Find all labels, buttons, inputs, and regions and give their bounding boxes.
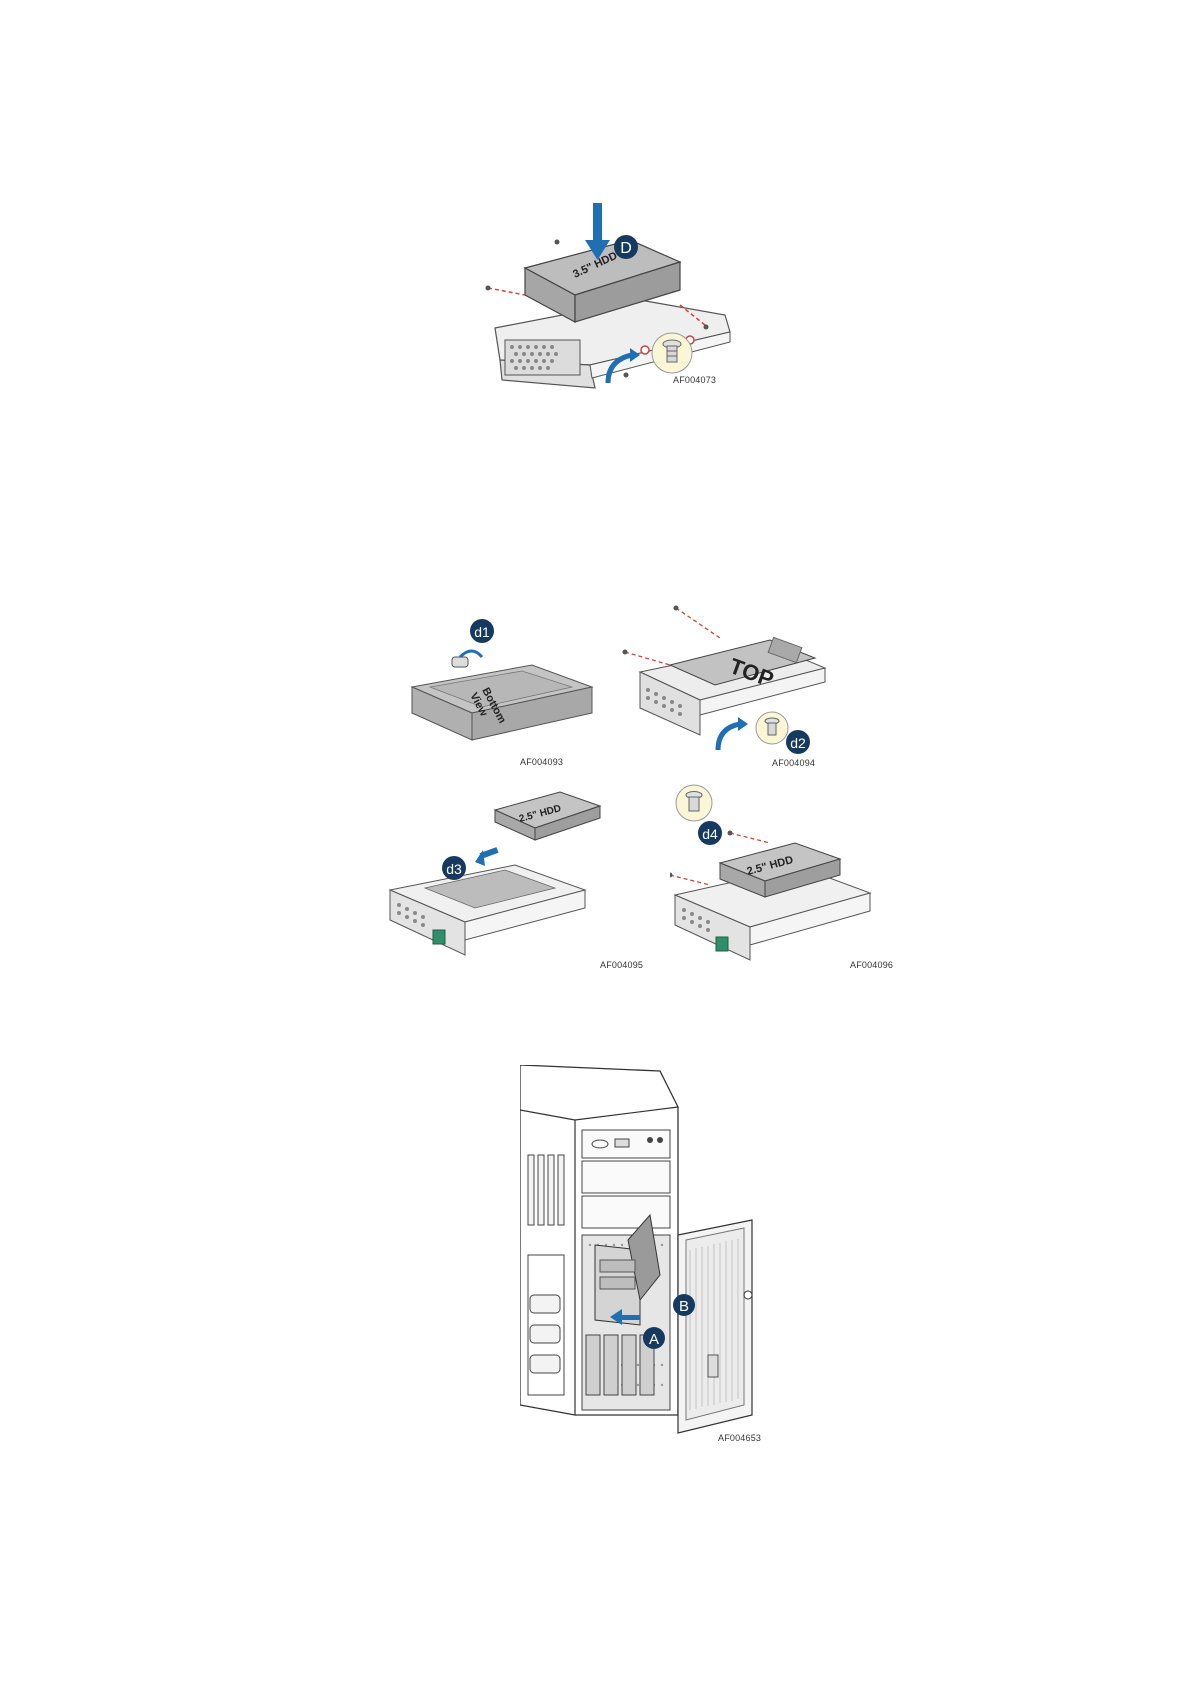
svg-text:d1: d1 — [474, 624, 490, 640]
step-badge-d2: d2 — [786, 730, 810, 754]
step-badge-d3: d3 — [442, 856, 466, 880]
latch-green — [433, 930, 445, 944]
panel-d1-bottom-view: Bottom View d1 AF004093 — [382, 615, 602, 765]
panel-d4-screw-hdd: 2.5" HDD d4 AF004096 — [670, 775, 900, 975]
svg-text:D: D — [620, 240, 632, 257]
figure-code: AF004093 — [520, 757, 563, 767]
hdd-carrier-illustration: 3.5" HDD D — [480, 200, 770, 415]
figure-code: AF004073 — [673, 375, 716, 385]
step-badge-d: D — [614, 235, 638, 259]
adapter-insert-illustration: 2.5" HDD d3 — [385, 780, 645, 970]
panel-d2-top: TOP d2 AF004094 — [620, 600, 860, 770]
step-badge-d4: d4 — [698, 821, 722, 845]
adapter-screw-illustration: 2.5" HDD d4 — [670, 775, 900, 975]
figure-code: AF004095 — [600, 960, 643, 970]
svg-text:A: A — [649, 1331, 659, 1348]
step-badge-a: A — [643, 1327, 665, 1349]
step-badge-d1: d1 — [470, 619, 494, 643]
svg-text:d2: d2 — [790, 735, 806, 751]
figure-code: AF004096 — [850, 960, 893, 970]
latch-green — [716, 937, 728, 951]
front-door — [678, 1220, 752, 1433]
screw-detail-icon — [756, 712, 788, 744]
step-badge-b: B — [673, 1294, 695, 1316]
figure-code: AF004653 — [718, 1433, 761, 1443]
hdd-2-5: 2.5" HDD — [495, 792, 600, 840]
screw-detail-icon — [652, 333, 692, 373]
panel-d3-insert-hdd: 2.5" HDD d3 AF004095 — [385, 780, 645, 970]
figure-3-5-hdd-install: 3.5" HDD D AF004073 — [480, 200, 770, 415]
adapter-top-illustration: TOP d2 — [620, 600, 860, 770]
chassis-illustration: A B — [520, 1065, 760, 1445]
svg-text:B: B — [679, 1298, 689, 1315]
figure-chassis-drive-cage: A B AF004653 — [520, 1065, 760, 1445]
svg-text:d4: d4 — [702, 826, 718, 842]
adapter-bottom-illustration: Bottom View d1 — [382, 615, 602, 765]
figure-code: AF004094 — [772, 758, 815, 768]
svg-text:d3: d3 — [446, 861, 462, 877]
carrier-grille — [505, 340, 580, 375]
screw-detail-icon — [676, 785, 712, 821]
